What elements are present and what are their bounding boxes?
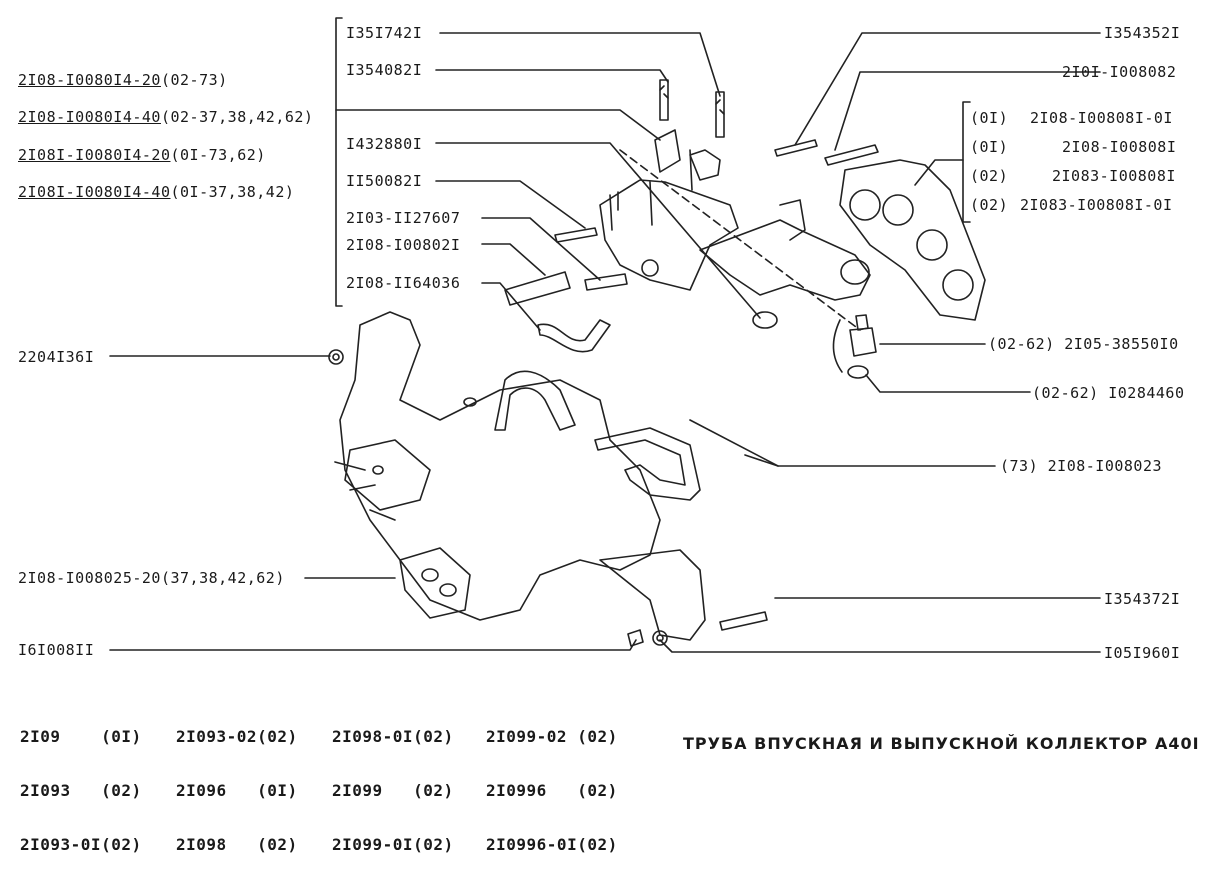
stud-7 xyxy=(719,611,768,631)
intake-pipe-flange xyxy=(599,179,739,291)
right-label-2: 2I0I-I008082 xyxy=(1062,63,1177,81)
footer-col-3: 2I098-0I(02) 2I099 (02) 2I099-0I(02) xyxy=(332,692,454,890)
leader-seal xyxy=(865,374,1031,393)
gasket-tag-1: (0I) xyxy=(970,109,1009,127)
tube-label: (73) 2I08-I008023 xyxy=(1000,457,1163,475)
washer2-label: I05I960I xyxy=(1104,644,1181,662)
footer-c4-row3: 2I0996-0I(02) xyxy=(486,835,618,854)
page-code: A40I xyxy=(1155,734,1200,753)
stud-4 xyxy=(824,144,879,166)
exhaust-gasket xyxy=(839,159,986,321)
vacuum-tube xyxy=(537,319,611,353)
footer-c3-row2: 2I099 (02) xyxy=(332,781,454,800)
gasket-tag-4: (02) xyxy=(970,196,1009,214)
stud-2 xyxy=(715,91,725,138)
intake-runners xyxy=(699,219,871,301)
page-title: ТРУБА ВПУСКНАЯ И ВЫПУСКНОЙ КОЛЛЕКТОР xyxy=(683,734,1149,753)
leader-b3 xyxy=(435,142,761,319)
footer-col-1: 2I09 (0I) 2I093 (02) 2I093-0I(02) xyxy=(20,692,142,890)
bracket-line xyxy=(335,17,343,307)
gasket-code-1: 2I08-I00808I-0I xyxy=(1030,109,1173,127)
leader-b6 xyxy=(481,243,546,276)
stud-1 xyxy=(659,79,669,121)
seal-label: (02-62) I0284460 xyxy=(1032,384,1185,402)
manifold-outlet xyxy=(599,549,706,641)
bracket-label-7: 2I08-II64036 xyxy=(346,274,461,292)
bracket-label-5: 2I03-II27607 xyxy=(346,209,461,227)
stud-5 xyxy=(554,227,598,243)
footer-col-4: 2I099-02 (02) 2I0996 (02) 2I0996-0I(02) xyxy=(486,692,618,890)
heater-tube-b xyxy=(594,427,701,501)
washer-right xyxy=(652,630,668,646)
axis-line xyxy=(619,149,861,331)
left-label-1: 2I08-I0080I4-20(02-73) xyxy=(18,71,228,89)
leader-washer2 xyxy=(659,639,1101,653)
manifold-flange-bottom xyxy=(399,547,471,619)
footer-c2-row3: 2I098 (02) xyxy=(176,835,298,854)
gasket-tag-2: (0I) xyxy=(970,138,1009,156)
manifold-label: 2I08-I008025-20(37,38,42,62) xyxy=(18,569,285,587)
footer-c1-row1: 2I09 (0I) xyxy=(20,727,142,746)
left-label-2: 2I08-I0080I4-40(02-37,38,42,62) xyxy=(18,108,314,126)
footer-c2-row1: 2I093-02(02) xyxy=(176,727,298,746)
leader-tube-b xyxy=(689,419,779,467)
exhaust-manifold-body xyxy=(339,311,661,621)
gasket-code-3: 2I083-I00808I xyxy=(1052,167,1176,185)
leader-tube-a xyxy=(744,454,996,467)
nut xyxy=(627,629,644,647)
footer-c1-row2: 2I093 (02) xyxy=(20,781,142,800)
gasket-tag-3: (02) xyxy=(970,167,1009,185)
leader-r1 xyxy=(794,32,1101,146)
leader-r2 xyxy=(834,71,1101,151)
stud-label: I354372I xyxy=(1104,590,1181,608)
leader-b4 xyxy=(435,180,586,229)
leader-gasket xyxy=(914,159,964,186)
left-label-4: 2I08I-I0080I4-40(0I-37,38,42) xyxy=(18,183,295,201)
bracket-label-6: 2I08-I00802I xyxy=(346,236,461,254)
leader-b2 xyxy=(435,69,669,83)
footer-c4-row1: 2I099-02 (02) xyxy=(486,727,618,746)
footer-col-2: 2I093-02(02) 2I096 (0I) 2I098 (02) xyxy=(176,692,298,890)
washer-label: 2204I36I xyxy=(18,348,95,366)
bracket-label-1: I35I742I xyxy=(346,24,423,42)
exploded-view-drawing xyxy=(109,17,1101,653)
footer-c1-row3: 2I093-0I(02) xyxy=(20,835,142,854)
sensor-seal xyxy=(847,365,869,379)
parts-diagram: 2I08-I0080I4-20(02-73) 2I08-I0080I4-40(0… xyxy=(18,17,1200,854)
temp-sensor xyxy=(849,327,877,357)
stud-3 xyxy=(774,139,818,157)
footer-c2-row2: 2I096 (0I) xyxy=(176,781,298,800)
washer-left xyxy=(328,349,344,365)
gasket-code-4: 2I083-I00808I-0I xyxy=(1020,196,1173,214)
bracket-label-2: I354082I xyxy=(346,61,423,79)
footer-c3-row3: 2I099-0I(02) xyxy=(332,835,454,854)
intake-port xyxy=(641,259,659,277)
leader-b7 xyxy=(481,282,541,331)
left-label-3: 2I08I-I0080I4-20(0I-73,62) xyxy=(18,146,266,164)
stud-6 xyxy=(584,273,628,291)
leader-intake-pipe xyxy=(335,109,661,141)
sensor-arc xyxy=(832,319,843,373)
gasket-code-2: 2I08-I00808I xyxy=(1062,138,1177,156)
bracket-gasket xyxy=(962,101,971,223)
plug xyxy=(752,311,778,329)
bracket-label-4: II50082I xyxy=(346,172,423,190)
heater-tube-a xyxy=(494,370,576,431)
manifold-flange-left xyxy=(344,439,431,511)
fitting-sleeve xyxy=(504,271,571,306)
leader-b1 xyxy=(439,32,721,97)
footer-c3-row1: 2I098-0I(02) xyxy=(332,727,454,746)
footer-c4-row2: 2I0996 (02) xyxy=(486,781,618,800)
nut-label: I6I008II xyxy=(18,641,95,659)
leader-nut xyxy=(109,639,637,651)
leader-b5 xyxy=(481,217,601,281)
sensor-label: (02-62) 2I05-38550I0 xyxy=(988,335,1179,353)
bracket-label-3: I432880I xyxy=(346,135,423,153)
right-label-1: I354352I xyxy=(1104,24,1181,42)
